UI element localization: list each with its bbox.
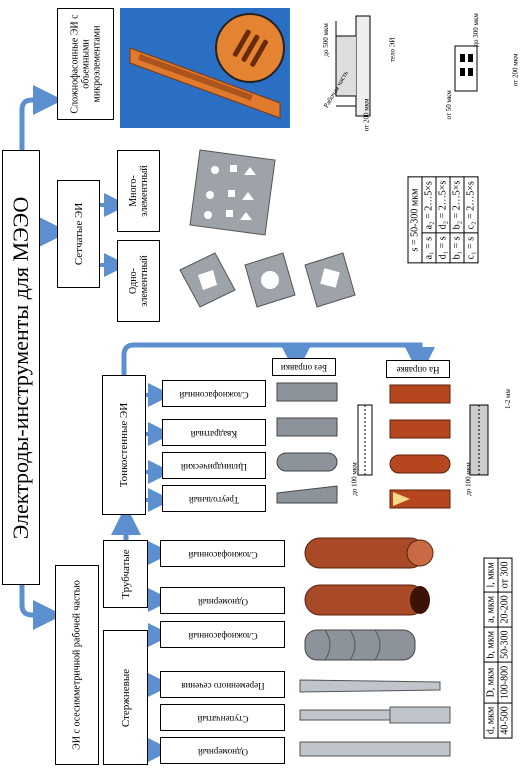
params-h-d: d, мкм [483,702,498,738]
mesh-label: Сетчатые ЭИ [72,202,85,266]
params-v-a: 20-200 [497,591,512,627]
params-v-b: 50-300 [497,626,512,662]
thin-triangular-box: Треугольный [162,485,266,512]
tubular-complex-box: Сложнофасонный [160,540,285,567]
without-frame-box: Без оправки [272,358,336,376]
tubular-uniform-label: Одномерный [197,596,248,607]
mesh-single-label: Одно-элементный [127,255,150,307]
tubular-uniform-box: Одномерный [160,587,285,614]
dim-up-to-100-a: до 100 мкм [350,462,359,496]
rod-complex-label: Сложнофасонный [187,630,258,641]
thin-wall-label: Тонкостенные ЭИ [117,402,130,488]
params-h-b: b, мкм [483,626,498,662]
main-title-box: Электроды-инструменты для МЭЭО [2,150,40,585]
mesh-single-box: Одно-элементный [117,240,160,322]
volumetric-sketch-2: до 300 мкм от 200 мкм от 50 мкм [410,6,528,128]
thin-wall-box: Тонкостенные ЭИ [102,375,146,515]
params-table: d, мкм D, мкм b, мкм a, мкм l, мкм 40-50… [483,557,512,738]
params-h-l: l, мкм [483,557,498,592]
main-title: Электроды-инструменты для МЭЭО [7,196,33,539]
axisymmetric-images [290,530,470,770]
thin-square-box: Квадратный [162,419,266,446]
dim-1-2-mm: 1-2 мм [503,389,512,409]
volumetric-sketch: до 500 мкм Рабочая часть от 200 мкм тело… [296,6,406,132]
arrow-to-axisymmetric [19,585,63,630]
volumetric-electrode-image [120,8,290,128]
dim-up-to-500: до 500 мкм [321,23,330,57]
thin-complex-box: Сложнофасонный [162,380,266,407]
thin-cylindrical-label: Цилиндрический [180,461,248,472]
dim-up-to-300: до 300 мкм [471,13,480,47]
tubular-label: Трубчатые [119,549,132,599]
dim-from-200b: от 200 мкм [511,53,520,87]
without-frame-label: Без оправки [280,362,328,373]
params-v-D: 100-800 [497,661,512,703]
thin-dim-sketch-2 [462,400,496,480]
volumetric-box: Сложнофасонные ЭИ с объемными микроэлеме… [57,8,114,120]
rod-complex-box: Сложнофасонный [160,621,285,648]
dim-from-200: от 200 мкм [362,98,371,132]
dim-body: тело ЭИ [388,37,397,63]
with-frame-label: На оправке [396,364,440,375]
mesh-multi-label: Много-элементный [127,165,150,217]
rod-variable-box: Переменного сечения [160,671,285,698]
rod-uniform-box: Одномерный [160,737,285,764]
volumetric-label: Сложнофасонные ЭИ с объемными микроэлеме… [69,14,102,114]
rod-stepped-label: Ступенчатый [197,713,248,724]
params-h-D: D, мкм [483,661,498,703]
thin-complex-label: Сложнофасонный [179,389,249,400]
axisymmetric-box: ЭИ с осесимметричной рабочей частью [55,565,99,765]
thin-triangular-label: Треугольный [188,494,240,505]
mesh-multi-image [180,140,290,240]
params-v-d: 40-500 [497,702,512,738]
mesh-box: Сетчатые ЭИ [57,180,100,288]
rod-uniform-label: Одномерный [197,746,248,757]
rod-variable-label: Переменного сечения [180,680,265,691]
with-frame-box: На оправке [386,360,450,378]
thin-wall-images-gray [272,378,342,513]
thin-wall-images-copper [385,380,455,515]
axisymmetric-label: ЭИ с осесимметричной рабочей частью [71,580,83,750]
thin-cylindrical-box: Цилиндрический [162,452,266,479]
dim-up-to-100-b: до 100 мкм [464,462,473,496]
mesh-single-image [165,245,365,320]
spacing-header: s = 50-300 мкм [408,177,422,263]
dim-from-50: от 50 мкм [444,90,453,120]
tubular-box: Трубчатые [103,540,148,608]
params-h-a: a, мкм [483,591,498,627]
tubular-complex-label: Сложнофасонный [187,549,258,560]
rod-label: Стержневые [119,668,132,727]
rod-stepped-box: Ступенчатый [160,704,285,731]
mesh-multi-box: Много-элементный [117,150,160,232]
rod-box: Стержневые [103,630,148,765]
params-v-l: от 300 [497,557,512,592]
params-table-wrap: d, мкм D, мкм b, мкм a, мкм l, мкм 40-50… [470,520,525,775]
thin-square-label: Квадратный [190,428,238,439]
thin-dim-sketch-1 [348,400,380,480]
arrow-to-volumetric [19,85,63,150]
